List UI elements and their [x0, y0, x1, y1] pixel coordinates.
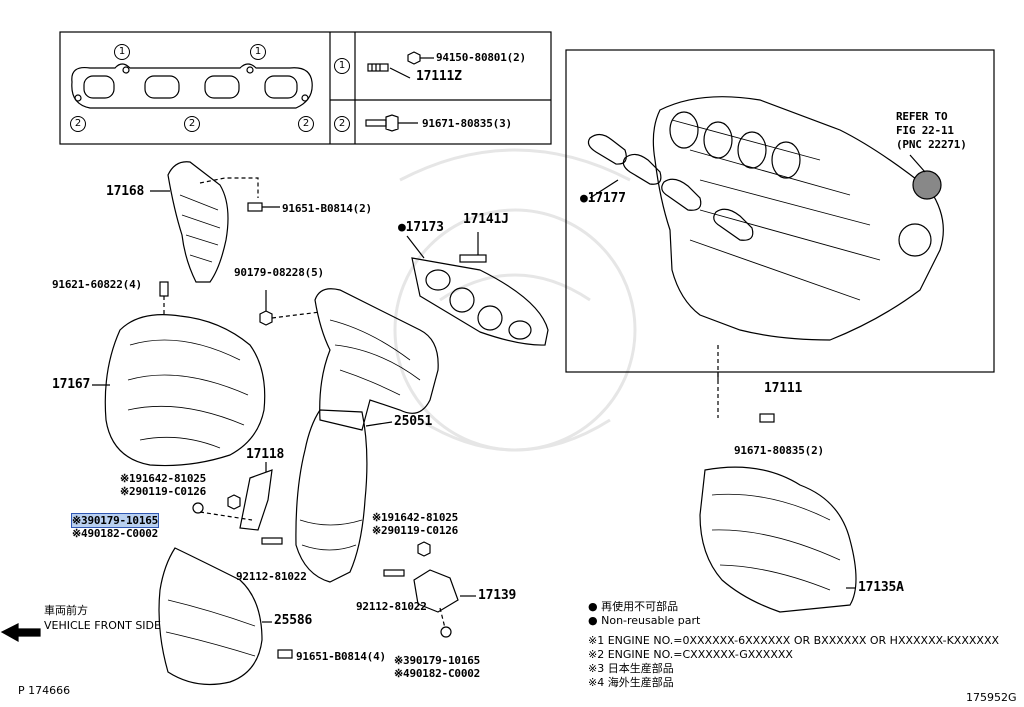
part-label[interactable]: 92112-81022: [356, 600, 427, 613]
front-label-jp: 車両前方: [44, 604, 88, 617]
bolt-191642a: [227, 494, 241, 510]
bolt-91621: [159, 281, 169, 297]
part-label[interactable]: ※191642-81025: [120, 472, 207, 485]
part-label[interactable]: 92112-81022: [236, 570, 307, 583]
part-label[interactable]: 17111: [764, 381, 803, 396]
intake-manifold-17111: [652, 96, 944, 341]
gasket-17173: [411, 257, 549, 346]
heat-insulator-17167: [104, 314, 266, 467]
figure-id-right: 175952G: [966, 691, 1017, 704]
bracket-17118: [239, 469, 273, 531]
front-label-en: VEHICLE FRONT SIDE: [44, 619, 161, 632]
part-label[interactable]: 90179-08228(5): [234, 266, 324, 279]
part-label[interactable]: 17111Z: [416, 69, 462, 84]
part-label[interactable]: 25051: [394, 414, 433, 429]
part-label[interactable]: 91651-B0814(4): [296, 650, 386, 663]
legend-note-1: ※1 ENGINE NO.=0XXXXXX-6XXXXXX OR BXXXXXX…: [588, 634, 1000, 647]
gasket-marker: 2: [70, 116, 86, 132]
part-label[interactable]: ※191642-81025: [372, 511, 459, 524]
gasket-17177: [587, 133, 627, 165]
legend-note-3: ※3 日本生産部品: [588, 662, 674, 675]
legend-note-4: ※4 海外生産部品: [588, 676, 674, 689]
bolt-91671b: [759, 413, 775, 423]
part-label[interactable]: ※290119-C0126: [120, 485, 207, 498]
part-label[interactable]: 91671-80835(2): [734, 444, 824, 457]
bracket-17139: [413, 569, 459, 613]
marker-1-row: 1: [334, 58, 350, 74]
part-label[interactable]: ※490182-C0002: [394, 667, 481, 680]
refer-note-line3: (PNC 22271): [896, 138, 967, 151]
gasket-marker: 2: [298, 116, 314, 132]
part-label[interactable]: 17139: [478, 588, 517, 603]
insulator-25586: [158, 547, 263, 686]
part-label[interactable]: 17168: [106, 184, 145, 199]
part-label[interactable]: ※390179-10165: [394, 654, 481, 667]
marker-2-row: 2: [334, 116, 350, 132]
part-label[interactable]: 91671-80835(3): [422, 117, 512, 130]
figure-id-left: P 174666: [18, 684, 71, 697]
part-label[interactable]: 17118: [246, 447, 285, 462]
stud-92112a: [261, 537, 283, 545]
stud-icon: [367, 63, 389, 72]
stud-17141j: [459, 254, 487, 263]
gasket-marker: 1: [250, 44, 266, 60]
legend-reuse: ● 再使用不可部品: [588, 600, 679, 613]
legend-note-2: ※2 ENGINE NO.=CXXXXXX-GXXXXXX: [588, 648, 793, 661]
non-reusable-dot: ●: [580, 191, 588, 206]
nut-390179a: [192, 502, 204, 514]
part-label[interactable]: ※290119-C0126: [372, 524, 459, 537]
nut-390179b: [440, 626, 452, 638]
part-label[interactable]: ●17177: [580, 191, 626, 206]
intake-manifold-box: [565, 49, 995, 373]
part-label[interactable]: 17135A: [858, 580, 904, 595]
manifold-gasket-inset: [71, 63, 313, 109]
nut-90179: [259, 310, 273, 326]
part-label[interactable]: 91651-B0814(2): [282, 202, 372, 215]
insulator-17135a: [699, 466, 857, 613]
heat-insulator-17168: [167, 161, 229, 283]
bolt-91651b: [277, 649, 293, 659]
bolt-91651a: [247, 202, 280, 212]
non-reusable-dot: ●: [398, 220, 406, 235]
bolt-icon: [365, 114, 418, 132]
part-label[interactable]: ●17173: [398, 220, 444, 235]
nut-icon: [407, 51, 434, 65]
exhaust-manifold-25051: [314, 288, 439, 431]
catalytic-converter: [295, 409, 368, 583]
part-label[interactable]: 17141J: [463, 212, 509, 227]
front-arrow-icon: [0, 623, 41, 643]
watermark: [393, 148, 637, 452]
bolt-191642b: [417, 541, 431, 557]
stud-92112b: [383, 569, 405, 577]
part-label[interactable]: 91621-60822(4): [52, 278, 142, 291]
part-label[interactable]: 25586: [274, 613, 313, 628]
gasket-marker: 1: [114, 44, 130, 60]
refer-note-line2[interactable]: FIG 22-11: [896, 124, 954, 137]
gasket-marker: 2: [184, 116, 200, 132]
part-label[interactable]: 94150-80801(2): [436, 51, 526, 64]
inset-table: [59, 31, 552, 145]
throttle-ref-icon: [912, 170, 942, 200]
part-label[interactable]: 17167: [52, 377, 91, 392]
refer-note-line1: REFER TO: [896, 110, 948, 123]
legend-nonreuse: ● Non-reusable part: [588, 614, 701, 627]
part-label[interactable]: ※490182-C0002: [72, 527, 159, 540]
part-label-highlighted[interactable]: ※390179-10165: [70, 513, 160, 528]
